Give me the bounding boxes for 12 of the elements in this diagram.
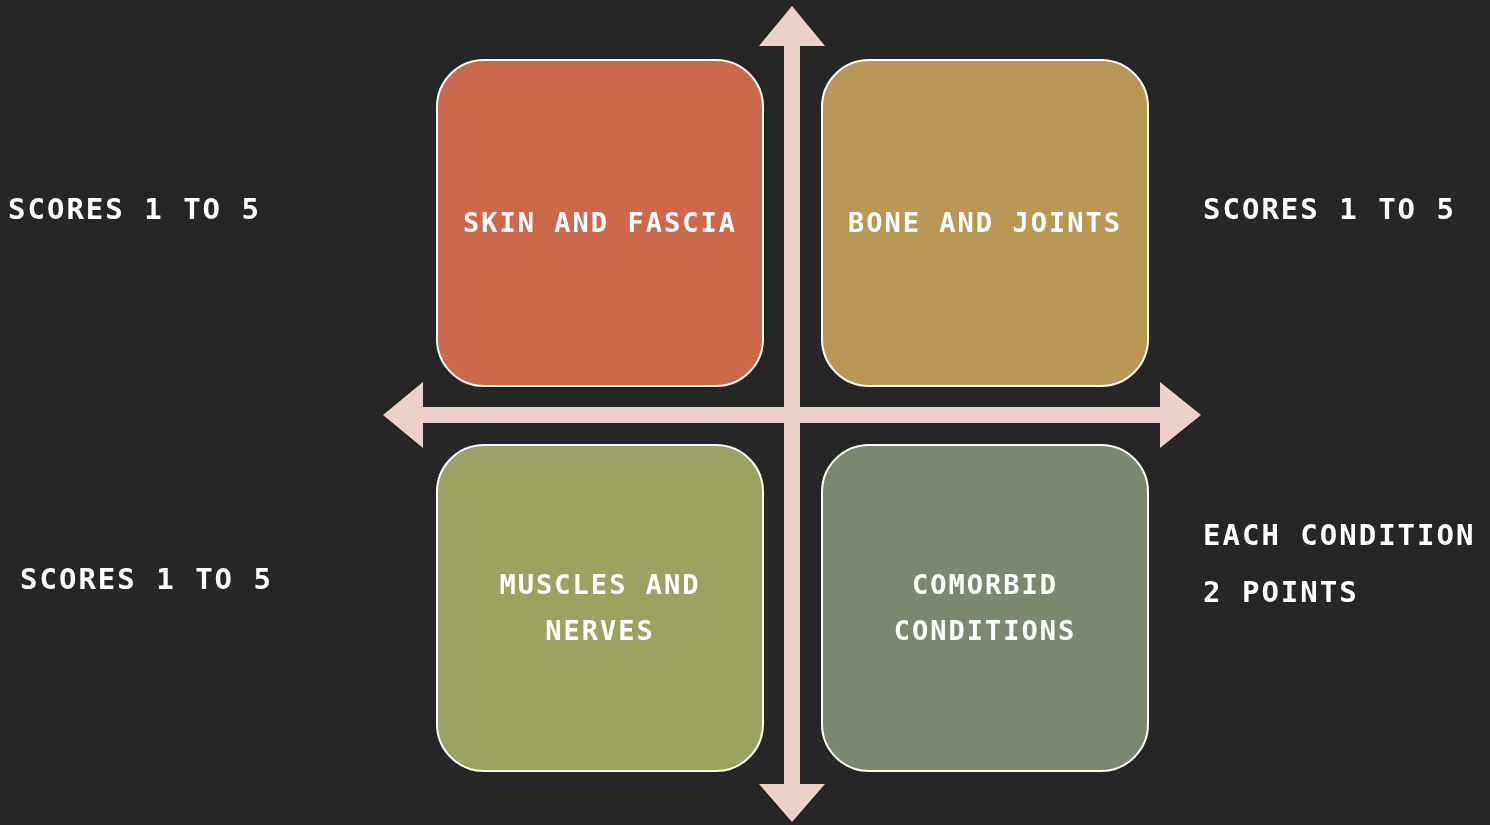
category-label: MUSCLES AND NERVES — [498, 568, 702, 648]
score-note: SCORES 1 TO 5 — [1203, 191, 1456, 228]
category-box — [821, 59, 1149, 387]
category-box — [821, 444, 1149, 772]
category-label: BONE AND JOINTS — [848, 206, 1122, 240]
category-label: COMORBID CONDITIONS — [892, 568, 1078, 648]
score-note: EACH CONDITION 2 POINTS — [1203, 517, 1477, 611]
score-note: SCORES 1 TO 5 — [20, 561, 273, 598]
category-label: SKIN AND FASCIA — [463, 206, 737, 240]
score-note: SCORES 1 TO 5 — [8, 191, 261, 228]
category-box — [436, 59, 764, 387]
category-box — [436, 444, 764, 772]
